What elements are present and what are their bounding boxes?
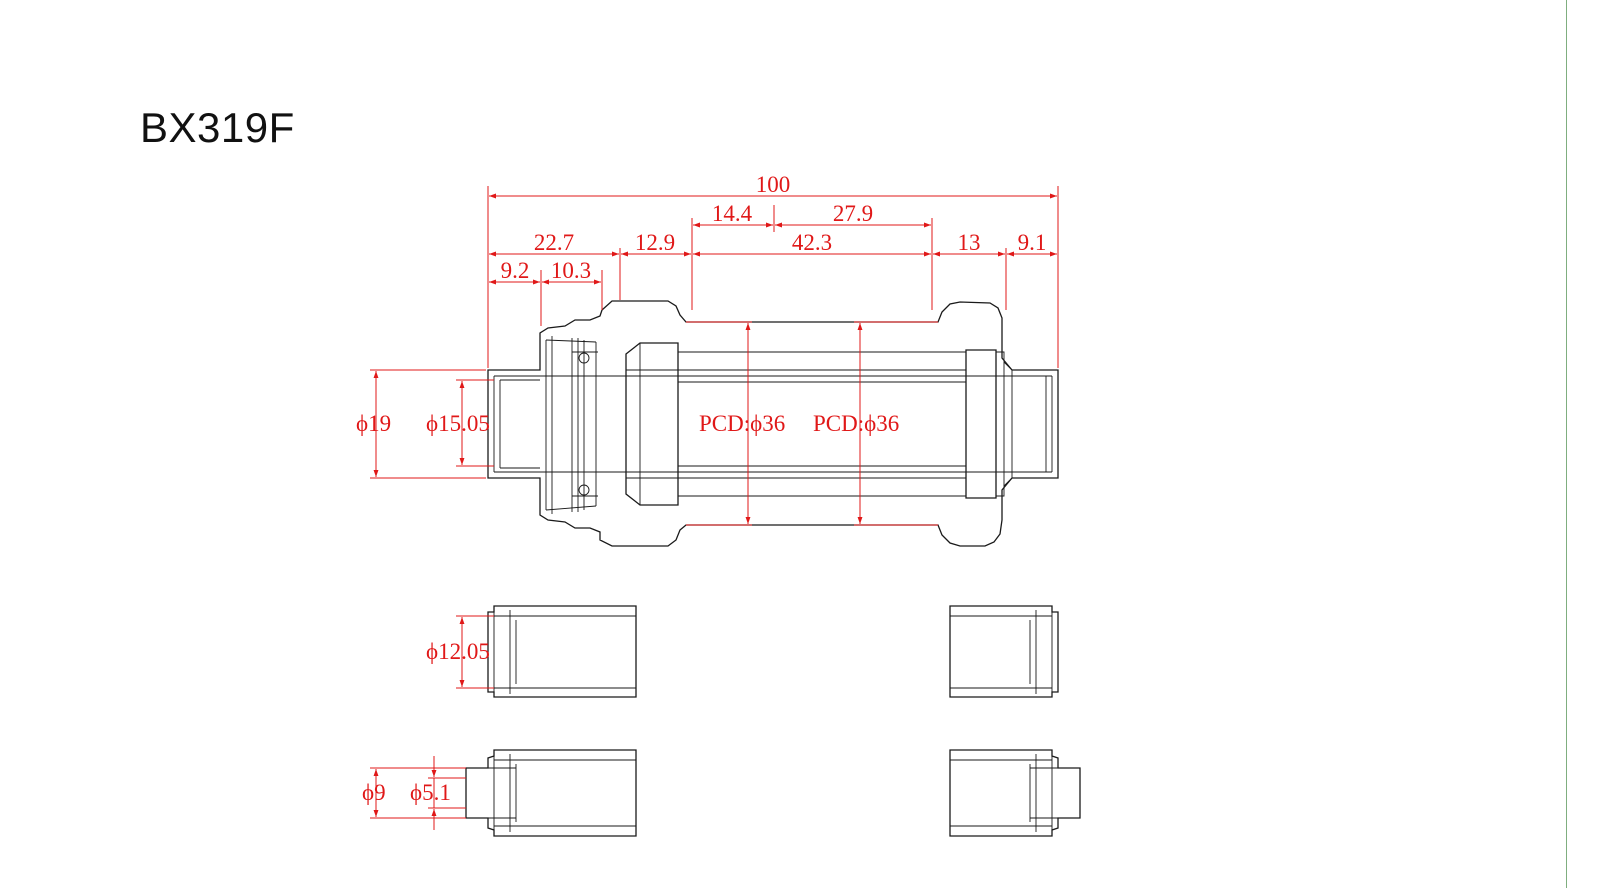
dim-adapter-5: ϕ5.1 — [410, 780, 451, 805]
dimension-layer — [370, 186, 1059, 830]
dim-adapter-9: ϕ9 — [362, 780, 386, 805]
dim-axle-od: ϕ19 — [356, 411, 391, 436]
dim-pcd-right: PCD:ϕ36 — [813, 411, 899, 436]
dim-pcd-left: PCD:ϕ36 — [699, 411, 785, 436]
dimension-labels: 100 14.4 27.9 22.7 12.9 42.3 13 9.1 9.2 … — [356, 172, 1046, 805]
adapter-9-left — [465, 749, 637, 837]
dim-center-right: 27.9 — [833, 201, 873, 226]
dim-left-b: 10.3 — [551, 258, 591, 283]
dim-axle-id: ϕ15.05 — [426, 411, 490, 436]
page-edge-line — [1566, 0, 1567, 888]
dim-left-to-flange: 12.9 — [635, 230, 675, 255]
adapter-12-left — [487, 605, 637, 698]
dim-left-offset: 22.7 — [534, 230, 574, 255]
dim-right-end: 9.1 — [1018, 230, 1047, 255]
adapter-12-right — [949, 605, 1059, 698]
dim-left-a: 9.2 — [501, 258, 530, 283]
dim-flange-span: 42.3 — [792, 230, 832, 255]
dim-adapter-12: ϕ12.05 — [426, 639, 490, 664]
adapter-9-right — [949, 749, 1081, 837]
drawing-title: BX319F — [140, 104, 295, 151]
dim-right-flange-gap: 13 — [958, 230, 981, 255]
hub-body-outline — [487, 300, 1059, 547]
dim-center-left: 14.4 — [712, 201, 753, 226]
dim-overall: 100 — [756, 172, 791, 197]
